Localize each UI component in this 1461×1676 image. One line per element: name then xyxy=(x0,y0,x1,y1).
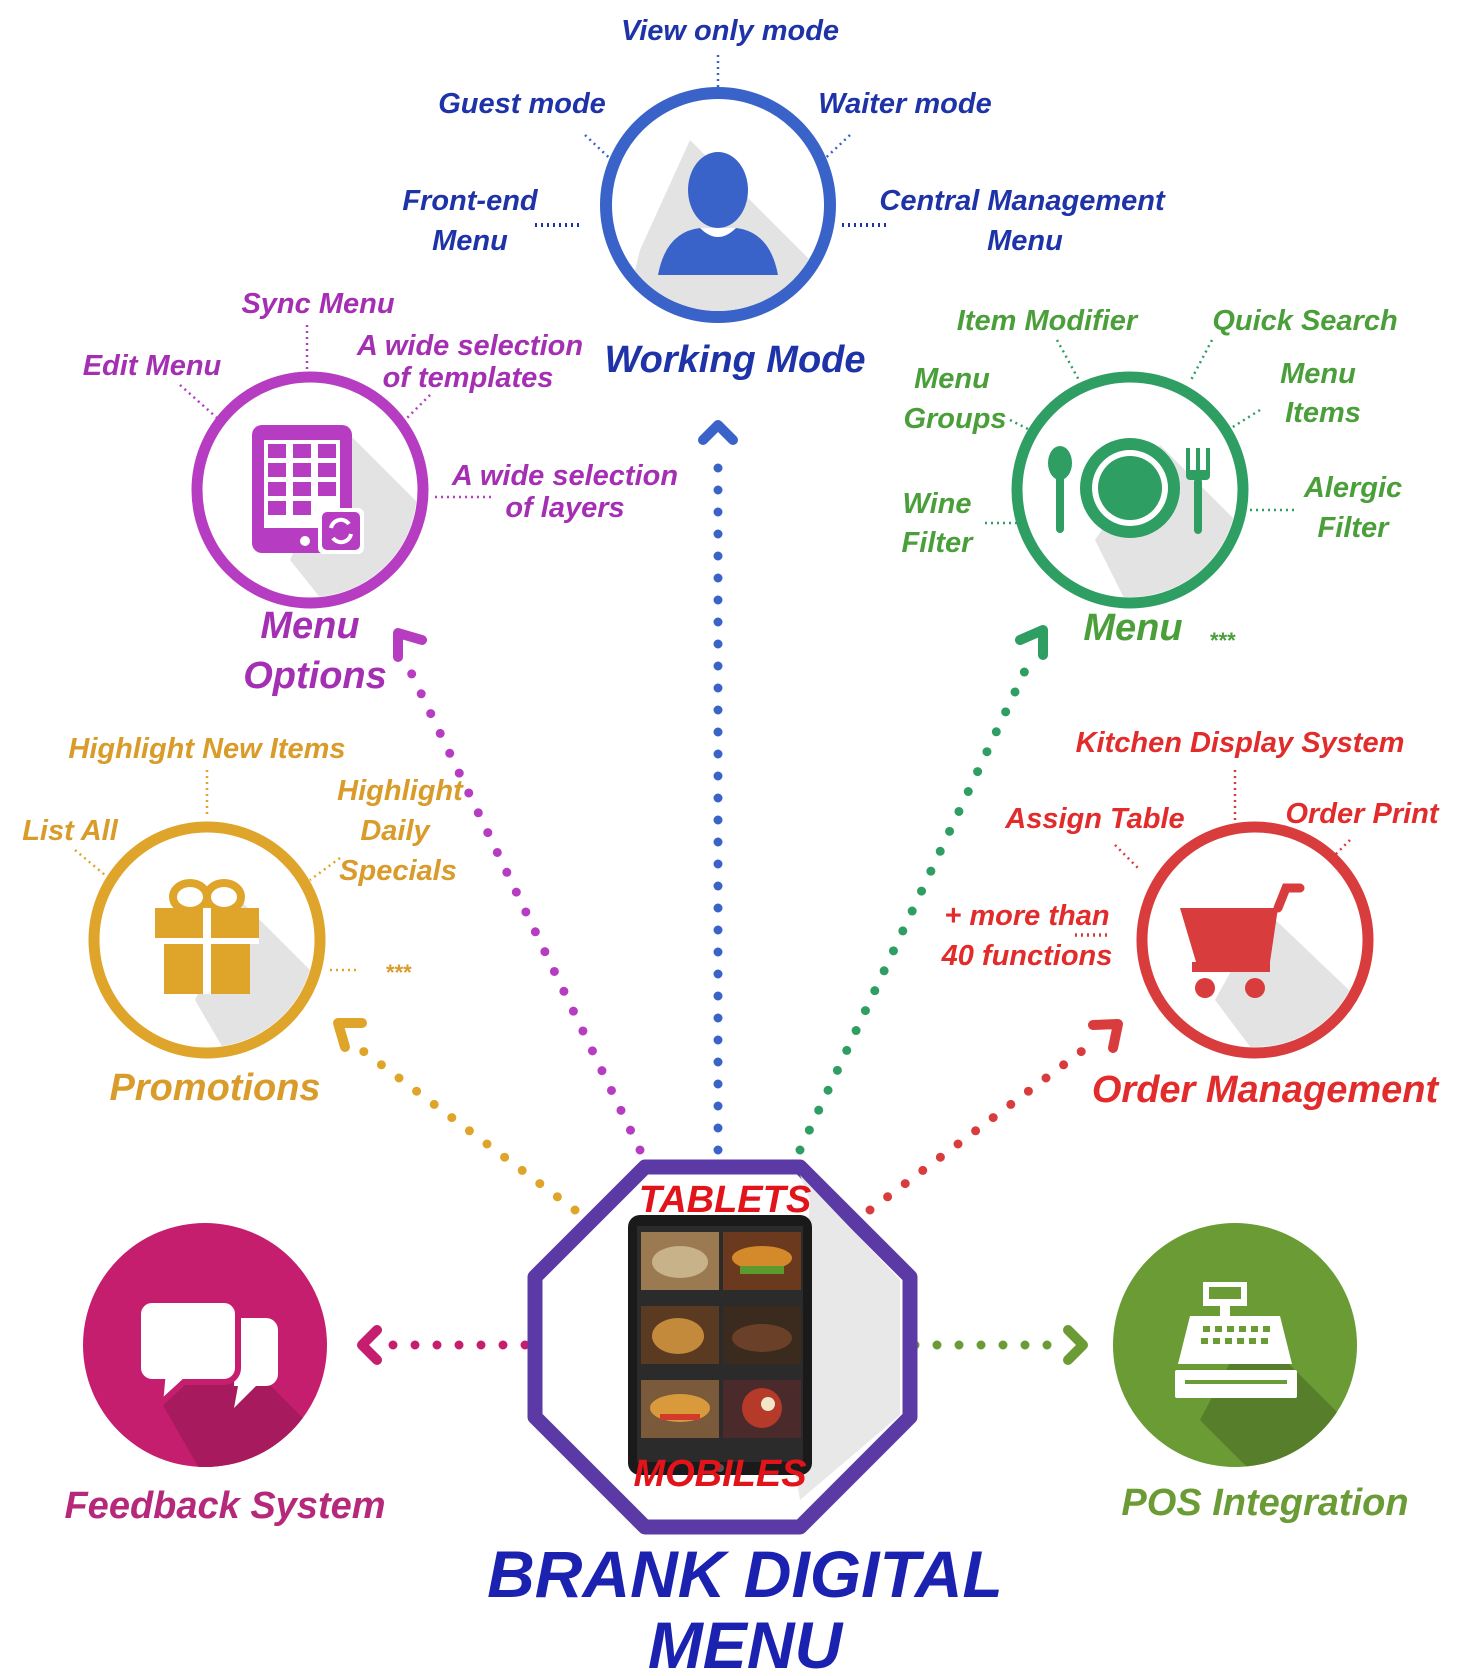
promotions-node[interactable]: Promotions *** Highlight New Items List … xyxy=(22,733,464,1109)
promotions-more: *** xyxy=(385,960,412,985)
connector-promotions xyxy=(350,1040,580,1215)
feature-alergic-filter-line1: Alergic xyxy=(1303,472,1402,504)
feature-central-management-line2: Menu xyxy=(987,225,1063,257)
feature-more-functions-line2: 40 functions xyxy=(941,940,1113,972)
arrowhead-working-mode xyxy=(698,420,738,445)
menu-node[interactable]: Menu *** Item Modifier Quick Search Menu… xyxy=(902,305,1403,653)
feature-ticks xyxy=(74,55,1351,972)
connector-menu xyxy=(795,655,1035,1155)
connector-arrowheads xyxy=(333,420,1123,1365)
feature-daily-specials-line1: Highlight xyxy=(337,775,464,807)
order-management-node[interactable]: Order Management Kitchen Display System … xyxy=(941,727,1440,1111)
feature-daily-specials-line2: Daily xyxy=(360,815,431,847)
feature-wine-filter-line2: Filter xyxy=(902,527,975,559)
feature-wine-filter-line1: Wine xyxy=(902,488,971,520)
feature-front-end-menu-line2: Menu xyxy=(432,225,508,257)
feature-layers-line2: of layers xyxy=(505,492,624,524)
feature-list-all: List All xyxy=(22,815,119,847)
menu-title: Menu xyxy=(1083,607,1182,649)
feature-highlight-new-items: Highlight New Items xyxy=(68,733,345,765)
pos-node[interactable]: POS Integration xyxy=(1113,1223,1409,1524)
feature-menu-groups-line2: Groups xyxy=(903,403,1006,435)
feature-edit-menu: Edit Menu xyxy=(83,350,222,382)
center-device-node[interactable]: TABLETS MOBILES xyxy=(527,1159,918,1535)
menu-options-node[interactable]: Menu Options Sync Menu Edit Menu A wide … xyxy=(83,288,678,697)
feature-daily-specials-line3: Specials xyxy=(339,855,457,887)
connector-order-management xyxy=(865,1040,1095,1215)
gift-icon xyxy=(155,879,314,1047)
arrowhead-feedback xyxy=(357,1325,382,1365)
working-mode-node[interactable]: Working Mode View only mode Guest mode W… xyxy=(402,15,1166,381)
feature-templates-line1: A wide selection xyxy=(356,330,583,362)
brand-title-line2: MENU xyxy=(648,1608,845,1676)
order-management-title: Order Management xyxy=(1092,1069,1440,1111)
arrowhead-order-management xyxy=(1088,1019,1123,1053)
feature-menu-items-line2: Items xyxy=(1285,397,1361,429)
feature-front-end-menu-line1: Front-end xyxy=(402,185,539,217)
feature-alergic-filter-line2: Filter xyxy=(1318,512,1391,544)
arrowhead-pos xyxy=(1063,1325,1088,1365)
feature-more-functions-line1: + more than xyxy=(944,900,1109,932)
feature-guest-mode: Guest mode xyxy=(438,88,606,120)
arrowhead-promotions xyxy=(333,1018,367,1052)
cash-register-icon xyxy=(1175,1282,1357,1467)
menu-more: *** xyxy=(1209,628,1236,653)
connector-menu-options xyxy=(400,655,645,1155)
feature-waiter-mode: Waiter mode xyxy=(818,88,992,120)
brand-title: BRANK DIGITAL MENU xyxy=(487,1537,1003,1676)
center-label-tablets: TABLETS xyxy=(639,1179,811,1221)
feature-order-print: Order Print xyxy=(1285,798,1439,830)
arrowhead-menu-options xyxy=(393,628,427,662)
feature-assign-table: Assign Table xyxy=(1004,803,1184,835)
center-label-mobiles: MOBILES xyxy=(633,1453,806,1495)
feature-layers-line1: A wide selection xyxy=(451,460,678,492)
feature-item-modifier: Item Modifier xyxy=(957,305,1139,337)
connectors xyxy=(350,445,1095,1350)
feedback-title: Feedback System xyxy=(64,1485,385,1527)
promotions-title: Promotions xyxy=(109,1067,320,1109)
feature-sync-menu: Sync Menu xyxy=(241,288,394,320)
brand-title-line1: BRANK DIGITAL xyxy=(487,1537,1003,1611)
feature-menu-groups-line1: Menu xyxy=(914,363,990,395)
center-octagon-shadow xyxy=(790,1175,900,1500)
feature-quick-search: Quick Search xyxy=(1212,305,1397,337)
user-icon xyxy=(620,140,824,311)
tablet-icon xyxy=(628,1215,812,1475)
feature-templates-line2: of templates xyxy=(383,362,554,394)
menu-options-title-line1: Menu xyxy=(260,605,359,647)
feature-kitchen-display-system: Kitchen Display System xyxy=(1076,727,1405,759)
feature-menu-items-line1: Menu xyxy=(1280,358,1356,390)
working-mode-title: Working Mode xyxy=(604,339,865,381)
feedback-node[interactable]: Feedback System xyxy=(64,1223,386,1527)
arrowhead-menu xyxy=(1015,625,1048,660)
menu-options-title-line2: Options xyxy=(243,655,387,697)
tablet-food-grid xyxy=(641,1232,801,1438)
feature-central-management-line1: Central Management xyxy=(879,185,1166,217)
feature-view-only-mode: View only mode xyxy=(621,15,839,47)
pos-title: POS Integration xyxy=(1121,1482,1408,1524)
